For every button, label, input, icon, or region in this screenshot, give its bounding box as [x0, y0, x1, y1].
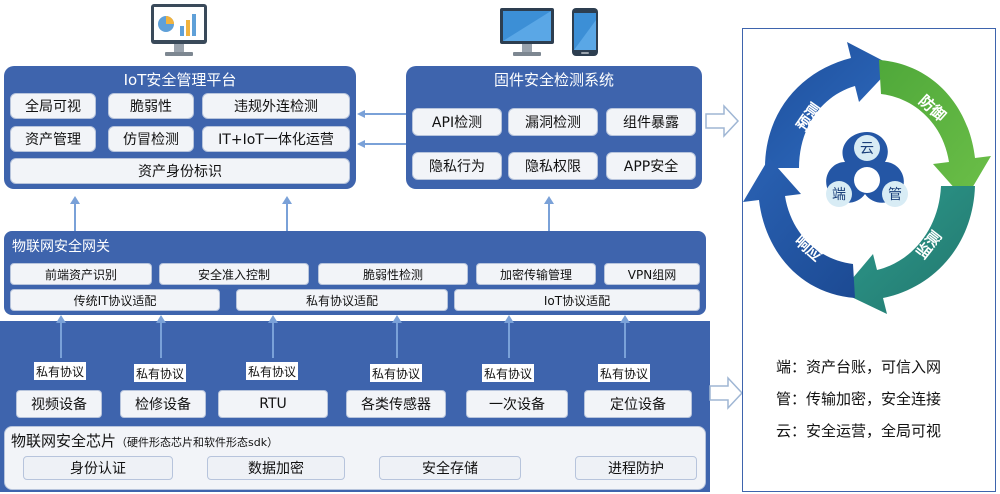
item-frontend-asset-id: 前端资产识别 [10, 263, 152, 285]
arrow-line [548, 203, 550, 231]
protocol-label: 私有协议 [482, 364, 534, 382]
item-encrypted-transfer: 加密传输管理 [476, 263, 596, 285]
arrow-line [272, 322, 274, 358]
item-privacy-behavior: 隐私行为 [412, 152, 502, 180]
cycle-arc-predict [765, 42, 893, 168]
item-privacy-permission: 隐私权限 [508, 152, 598, 180]
smartphone-icon [572, 8, 598, 56]
protocol-label: 私有协议 [34, 362, 86, 380]
item-vuln-detection: 漏洞检测 [508, 108, 598, 136]
item-iot-protocol: IoT协议适配 [454, 289, 700, 311]
chip-subtitle: （硬件形态芯片和软件形态sdk） [116, 436, 279, 449]
arrow-line [74, 203, 76, 231]
arrow-head [70, 196, 80, 204]
item-vuln-check: 脆弱性检测 [318, 263, 468, 285]
item-illegal-outreach: 违规外连检测 [202, 93, 350, 119]
chip-title: 物联网安全芯片 [11, 432, 117, 450]
arrow-line [160, 322, 162, 358]
hollow-arrow-right-icon [709, 376, 744, 410]
chip-process-protection: 进程防护 [575, 456, 697, 480]
item-asset-management: 资产管理 [10, 126, 96, 152]
item-component-exposure: 组件暴露 [606, 108, 696, 136]
node-cloud: 云 [860, 141, 874, 157]
iot-platform-panel: IoT安全管理平台 全局可视 脆弱性 违规外连检测 资产管理 仿冒检测 IT+I… [4, 66, 356, 189]
arrow-line [396, 322, 398, 358]
device-video: 视频设备 [16, 390, 102, 418]
chip-secure-storage: 安全存储 [379, 456, 521, 480]
arrow-line [624, 322, 626, 358]
item-asset-identity: 资产身份标识 [10, 158, 350, 184]
cycle-arc-respond [743, 158, 855, 298]
cycle-arc-monitor [841, 186, 975, 314]
cloud-pipe-edge-emblem [826, 132, 908, 207]
arrow-head [392, 315, 402, 323]
item-global-visible: 全局可视 [10, 93, 96, 119]
arrow-head [544, 196, 554, 204]
item-private-protocol: 私有协议适配 [236, 289, 448, 311]
cycle-arc-defend [879, 60, 991, 200]
arrow-head [282, 196, 292, 204]
device-maintenance: 检修设备 [120, 390, 206, 418]
node-pipe: 管 [888, 187, 902, 203]
item-api-detection: API检测 [412, 108, 502, 136]
legend-cloud: 云：安全运营，全局可视 [776, 422, 942, 440]
chip-data-encryption: 数据加密 [207, 456, 345, 480]
arrow-line [508, 322, 510, 358]
item-traditional-it-protocol: 传统IT协议适配 [10, 289, 220, 311]
iot-platform-title: IoT安全管理平台 [123, 71, 237, 89]
monitor-chart-icon [151, 4, 207, 56]
device-rtu: RTU [218, 390, 328, 418]
gateway-title: 物联网安全网关 [12, 239, 110, 255]
arrow-line [60, 322, 62, 358]
device-positioning: 定位设备 [584, 390, 692, 418]
arrow-head [504, 315, 514, 323]
chip-title-row: 物联网安全芯片（硬件形态芯片和软件形态sdk） [11, 430, 278, 451]
firmware-panel: 固件安全检测系统 API检测 漏洞检测 组件暴露 隐私行为 隐私权限 APP安全 [406, 66, 702, 189]
node-edge: 端 [832, 187, 846, 203]
item-access-control: 安全准入控制 [159, 263, 309, 285]
legend-pipe: 管：传输加密，安全连接 [776, 390, 942, 408]
item-vulnerability: 脆弱性 [108, 93, 194, 119]
protocol-label: 私有协议 [370, 364, 422, 382]
arrow-line [286, 203, 288, 231]
desktop-monitor-icon [500, 8, 554, 56]
item-it-iot-ops: IT+IoT一体化运营 [202, 126, 350, 152]
device-sensors: 各类传感器 [346, 390, 446, 418]
security-cycle-diagram: 预测 防御 监测 响应 云 端 管 [743, 42, 991, 314]
hollow-arrow-right-icon [705, 104, 740, 138]
device-primary: 一次设备 [466, 390, 568, 418]
protocol-label: 私有协议 [134, 364, 186, 382]
item-counterfeit-detection: 仿冒检测 [108, 126, 194, 152]
arrow-head [56, 315, 66, 323]
legend-edge: 端：资产台账，可信入网 [776, 358, 942, 376]
arrow-head [620, 315, 630, 323]
arrow-head [268, 315, 278, 323]
firmware-title: 固件安全检测系统 [493, 71, 614, 89]
chip-panel: 物联网安全芯片（硬件形态芯片和软件形态sdk） 身份认证 数据加密 安全存储 进… [4, 426, 706, 490]
gateway-panel: 物联网安全网关 前端资产识别 安全准入控制 脆弱性检测 加密传输管理 VPN组网… [4, 231, 706, 315]
item-app-security: APP安全 [606, 152, 696, 180]
firmware-to-platform-arrows [357, 110, 406, 148]
protocol-label: 私有协议 [246, 362, 298, 380]
chip-identity-auth: 身份认证 [23, 456, 173, 480]
protocol-label: 私有协议 [598, 364, 650, 382]
item-vpn: VPN组网 [604, 263, 700, 285]
arrow-head [156, 315, 166, 323]
